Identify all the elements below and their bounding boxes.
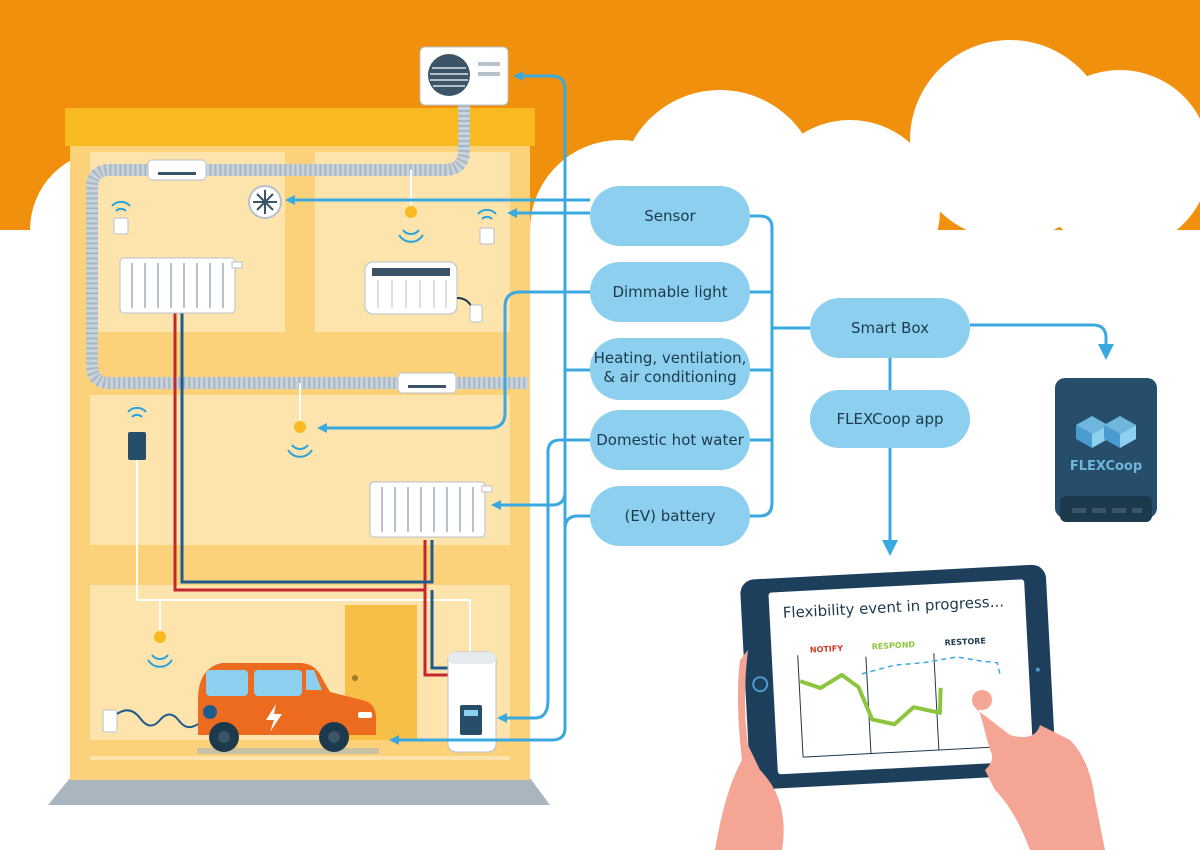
ventilation-fan-icon <box>248 185 282 219</box>
flexcoop-logo-icon <box>1076 416 1136 448</box>
wifi-icon <box>111 200 497 418</box>
category-sensor-label: Sensor <box>644 207 696 225</box>
radiator-icon <box>119 257 243 314</box>
car-icon <box>197 663 379 754</box>
flexcoop-app-node: FLEXCoop app <box>810 390 970 448</box>
radiator-icon <box>369 481 493 538</box>
room-sensor <box>479 227 495 245</box>
lightning-icon <box>266 704 282 732</box>
category-hvac-label-line2: & air conditioning <box>603 368 736 386</box>
heating-pipes <box>173 312 450 677</box>
hand-icon <box>715 650 1105 850</box>
room-sensor <box>113 217 129 235</box>
category-hot-water: Domestic hot water <box>590 410 750 470</box>
category-dimmable-light: Dimmable light <box>590 262 750 322</box>
phase-respond: RESPOND <box>871 640 915 651</box>
connector-lines <box>285 71 1114 745</box>
home-button[interactable] <box>752 676 769 693</box>
thermostat <box>128 432 146 460</box>
category-hvac: Heating, ventilation, & air conditioning <box>590 338 750 400</box>
category-hot-water-label: Domestic hot water <box>596 431 744 449</box>
category-dimmable-light-label: Dimmable light <box>612 283 727 301</box>
device-brand-label: FLEXCoop <box>1070 459 1142 474</box>
flex-event-chart <box>797 653 1019 758</box>
phase-notify: NOTIFY <box>810 644 844 655</box>
indoor-ac-unit <box>147 159 207 181</box>
category-battery: (EV) battery <box>590 486 750 546</box>
category-battery-label: (EV) battery <box>625 507 716 525</box>
tablet-device: Flexibility event in progress... NOTIFY … <box>740 564 1056 790</box>
smart-box-node: Smart Box <box>810 298 970 358</box>
phase-restore: RESTORE <box>944 636 986 647</box>
smart-box-device-icon: FLEXCoop <box>1055 378 1157 522</box>
charger-icon <box>102 709 206 733</box>
category-sensor: Sensor <box>590 186 750 246</box>
boiler-icon <box>447 651 497 753</box>
outdoor-ac-unit-icon <box>419 46 509 106</box>
indoor-ac-unit-lower <box>397 372 457 394</box>
flexcoop-app-label: FLEXCoop app <box>837 410 944 428</box>
category-hvac-label-line1: Heating, ventilation, <box>594 349 747 367</box>
smart-box-label: Smart Box <box>851 319 929 337</box>
heater-icon <box>364 261 483 323</box>
